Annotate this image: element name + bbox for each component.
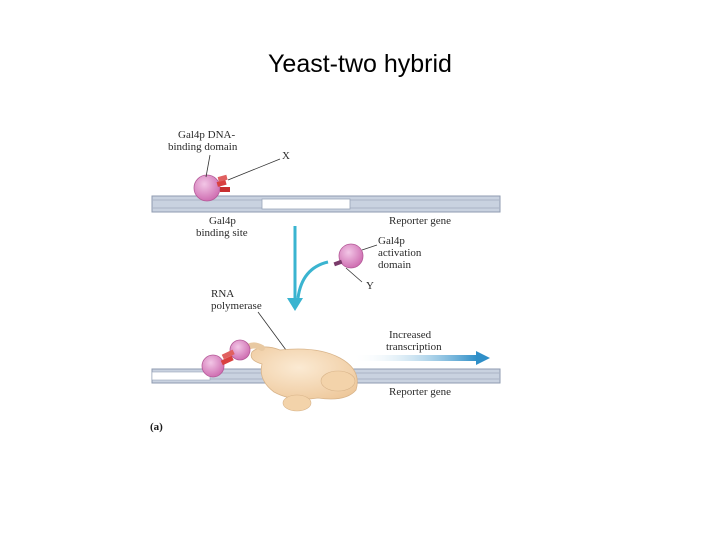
bound-complex: [201, 339, 251, 378]
dbd-label-line2: binding domain: [168, 141, 238, 153]
binding-site-label-line1: Gal4p: [209, 215, 236, 227]
x-label: X: [282, 150, 290, 162]
rnap-leader-line: [257, 311, 287, 351]
ad-label-line1: Gal4p: [378, 235, 405, 247]
transcription-arrow: [352, 351, 490, 365]
y-leader-line: [345, 267, 363, 283]
binding-site-label-line2: binding site: [196, 227, 248, 239]
ad-label-line2: activation: [378, 247, 422, 259]
ad-leader-line: [361, 244, 378, 251]
reporter-gene-top-label: Reporter gene: [389, 215, 451, 227]
panel-label: (a): [150, 421, 163, 433]
x-leader-line: [227, 158, 281, 181]
tx-label-line2: transcription: [386, 341, 442, 353]
rnap-label-line1: RNA: [211, 288, 234, 300]
dbd-leader-line: [205, 154, 211, 178]
dna-binding-domain: [193, 174, 230, 202]
y-label: Y: [366, 280, 374, 292]
dna-top-gap: [261, 198, 351, 210]
tx-label-line1: Increased: [389, 329, 432, 341]
ad-label-line3: domain: [378, 259, 411, 271]
reporter-gene-bottom-label: Reporter gene: [389, 386, 451, 398]
slide-title: Yeast-two hybrid: [268, 50, 452, 78]
rna-polymerase: [241, 342, 358, 412]
activation-domain: [333, 243, 364, 269]
dbd-label-line1: Gal4p DNA-: [178, 129, 235, 141]
assembly-arrow: [287, 226, 329, 311]
rnap-label-line2: polymerase: [211, 300, 262, 312]
